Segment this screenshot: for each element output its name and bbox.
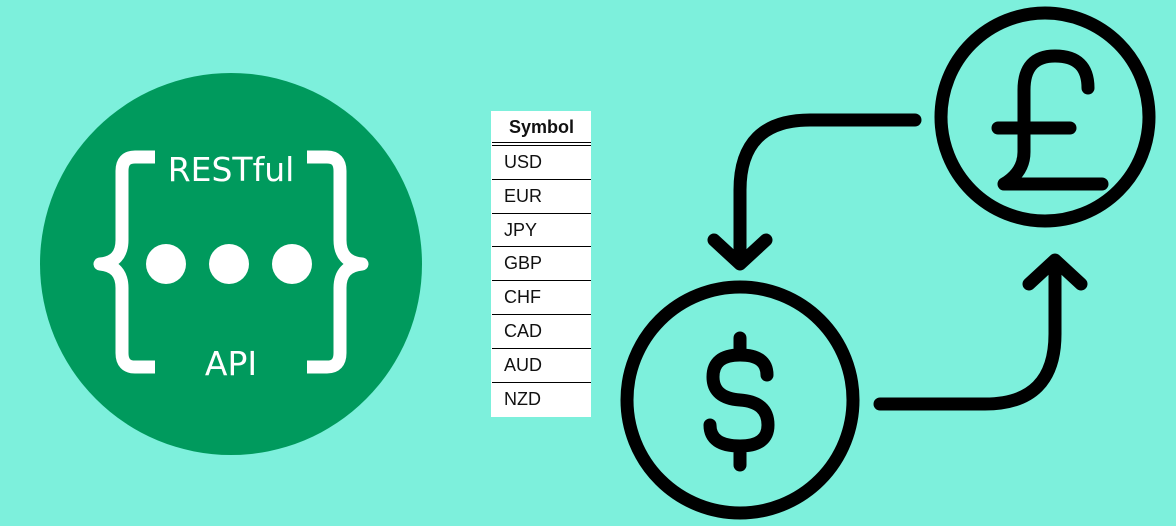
table-row: CAD	[492, 315, 591, 349]
symbol-table: Symbol USD EUR JPY GBP CHF CAD AUD NZD	[491, 111, 591, 417]
table-row: CHF	[492, 281, 591, 315]
dollar-coin-icon	[620, 280, 860, 520]
logo-subtitle: API	[204, 344, 258, 383]
restful-api-logo: RESTful API	[40, 72, 422, 456]
table-row: GBP	[492, 247, 591, 282]
right-brace-icon	[307, 150, 369, 374]
pound-coin-icon	[934, 6, 1156, 228]
table-header-symbol: Symbol	[492, 111, 591, 146]
table-row: JPY	[492, 214, 591, 248]
currency-exchange-icon	[620, 6, 1156, 520]
symbol-list: USD EUR JPY GBP CHF CAD AUD NZD	[492, 146, 591, 416]
table-row: AUD	[492, 349, 591, 383]
table-row: NZD	[504, 388, 541, 409]
dot-2-icon	[209, 244, 249, 284]
arrow-to-dollar-icon	[733, 113, 922, 269]
table-row: USD	[492, 146, 591, 180]
left-brace-icon	[93, 150, 155, 374]
arrow-to-pound-icon	[873, 255, 1062, 411]
api-logo-graphic	[40, 73, 422, 455]
dot-3-icon	[272, 244, 312, 284]
dot-1-icon	[146, 244, 186, 284]
pound-sign-icon	[991, 49, 1109, 191]
logo-title: RESTful	[167, 150, 295, 189]
table-row: EUR	[492, 180, 591, 214]
dollar-sign-icon	[703, 331, 775, 472]
